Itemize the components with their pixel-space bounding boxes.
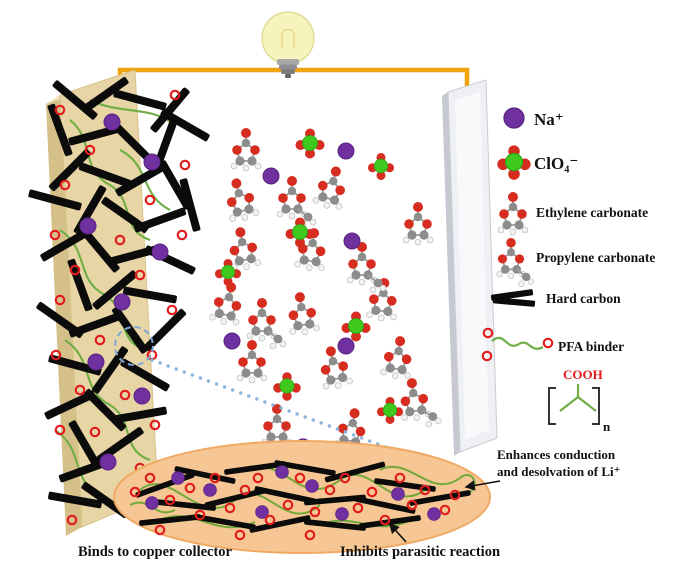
propylene-carbonate-icon xyxy=(497,238,534,286)
legend-ec-label: Ethylene carbonate xyxy=(536,205,648,220)
hard-carbon-electrode xyxy=(27,69,211,536)
clo4-anions xyxy=(214,128,404,425)
legend-clo4-label: ClO₄⁻ xyxy=(534,154,578,173)
annotation-enhances: Enhances conduction and desolvation of L… xyxy=(464,447,621,491)
legend-item-ec: Ethylene carbonate xyxy=(497,191,648,236)
counter-electrode xyxy=(442,79,498,456)
pfa-binder-icon xyxy=(481,327,554,362)
inhibits-arrow xyxy=(388,522,407,543)
circuit-wire xyxy=(117,67,470,100)
magnification-dotted-line xyxy=(150,358,439,468)
legend-item-clo4: ClO₄⁻ xyxy=(496,144,578,181)
clo4-icon xyxy=(496,144,532,181)
legend-item-cooh-structure: COOH n xyxy=(548,367,611,434)
legend-pc-label: Propylene carbonate xyxy=(536,250,655,265)
cooh-label: COOH xyxy=(563,367,603,382)
polymer-repeat-unit-icon xyxy=(548,384,600,425)
light-bulb-icon xyxy=(261,11,315,78)
pc-molecules xyxy=(247,176,442,431)
legend-na-label: Na⁺ xyxy=(534,110,564,129)
enhances-arrow xyxy=(464,480,501,491)
ec-molecules xyxy=(207,127,434,455)
annotation-inhibits: Inhibits parasitic reaction xyxy=(340,544,500,560)
legend-hc-label: Hard carbon xyxy=(546,291,621,306)
electrode-interface-zoom xyxy=(113,440,491,554)
legend-item-na: Na⁺ xyxy=(503,107,564,129)
legend-item-pc: Propylene carbonate xyxy=(497,238,655,286)
annotation-enhances-line2: and desolvation of Li⁺ xyxy=(497,464,621,479)
annotation-enhances-line1: Enhances conduction xyxy=(497,447,616,462)
electrolyte-region xyxy=(207,127,443,455)
annotation-inhibits-group: Inhibits parasitic reaction xyxy=(340,522,500,560)
na-ion-icon xyxy=(503,107,525,129)
hard-carbon-icon xyxy=(490,288,536,307)
legend-item-pfa: PFA binder xyxy=(481,327,624,362)
legend-item-hard-carbon: Hard carbon xyxy=(490,288,621,307)
legend-pfa-label: PFA binder xyxy=(558,339,624,354)
ethylene-carbonate-icon xyxy=(497,191,529,236)
legend: Na⁺ ClO₄⁻ Ethylene carbonate Propylene c… xyxy=(481,107,655,434)
annotation-binds: Binds to copper collector xyxy=(78,544,233,560)
magnifier-dashed-circle xyxy=(114,326,154,366)
repeat-n-label: n xyxy=(603,419,611,434)
